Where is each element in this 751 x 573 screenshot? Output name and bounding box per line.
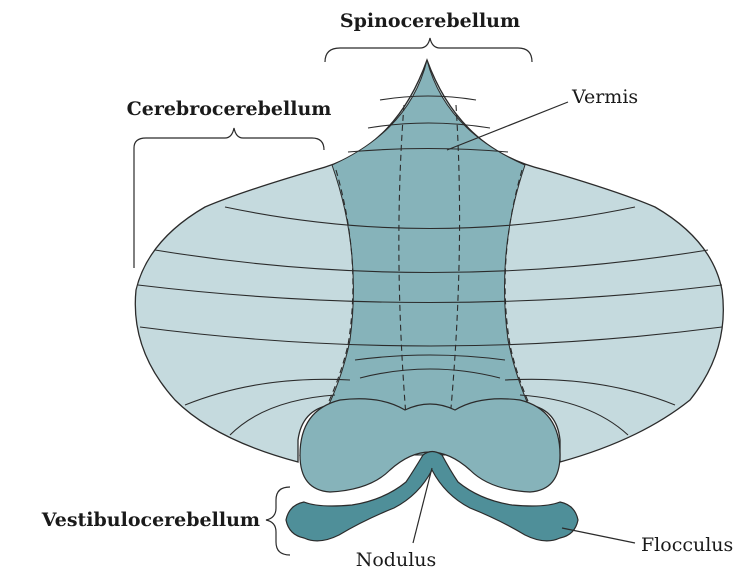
flocculus-label: Flocculus — [641, 534, 733, 556]
vestibulocerebellum-label: Vestibulocerebellum — [41, 509, 260, 531]
spinocerebellum-bracket — [325, 38, 532, 62]
cerebrocerebellum-label: Cerebrocerebellum — [127, 98, 332, 120]
flocculus-leader — [562, 528, 635, 543]
nodulus-label: Nodulus — [356, 549, 437, 571]
vermis-label: Vermis — [571, 86, 638, 108]
spinocerebellum-label: Spinocerebellum — [340, 10, 520, 32]
